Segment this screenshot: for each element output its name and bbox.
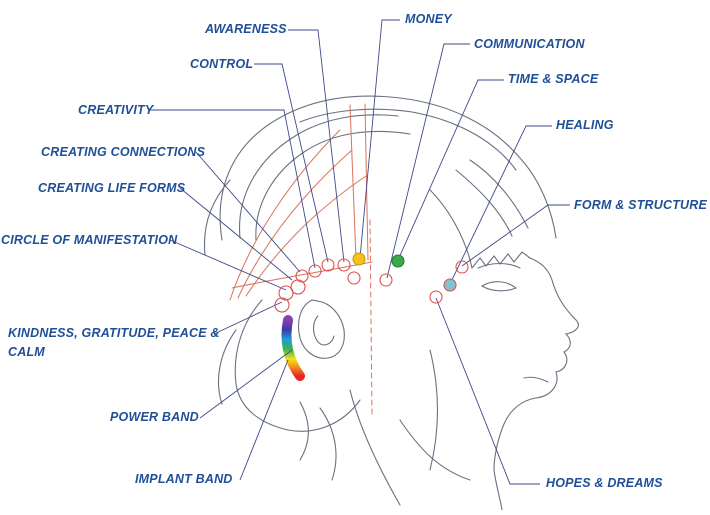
marker-circle xyxy=(308,264,322,278)
hair-strand xyxy=(238,114,399,239)
guide-line xyxy=(229,129,341,301)
marker-circle xyxy=(295,269,309,283)
guide-line xyxy=(364,103,369,261)
marker-circle xyxy=(321,258,335,272)
leader-control xyxy=(254,63,329,263)
face-profile xyxy=(493,257,579,471)
label-kindness: KINDNESS, GRATITUDE, PEACE & CALM xyxy=(8,326,220,359)
leader-circle-of-manifestation xyxy=(169,239,287,291)
guide-line xyxy=(369,219,373,416)
hair-tail xyxy=(287,399,361,432)
ear xyxy=(297,299,345,359)
fringe-edge xyxy=(471,251,531,269)
leader-creating-life-forms xyxy=(179,187,293,281)
guide-line xyxy=(349,104,357,261)
hair-strand xyxy=(429,349,439,471)
guide-line xyxy=(237,149,353,299)
eyebrow xyxy=(477,262,521,269)
leader-communication xyxy=(386,43,470,279)
leader-hopes-dreams xyxy=(435,297,540,485)
leader-lines xyxy=(150,19,570,485)
leader-form-structure xyxy=(461,204,570,267)
label-healing: HEALING xyxy=(556,118,614,132)
label-form-structure: FORM & STRUCTURE xyxy=(574,198,708,212)
guide-lines xyxy=(229,103,373,416)
label-control: CONTROL xyxy=(190,57,254,71)
time-space-point xyxy=(391,254,405,268)
marker-circle xyxy=(455,260,469,274)
hair-tail xyxy=(234,299,289,431)
hair-strand xyxy=(255,130,411,241)
label-power-band: POWER BAND xyxy=(110,410,199,424)
guide-line xyxy=(245,175,367,297)
eye xyxy=(480,281,518,292)
guide-line xyxy=(231,261,373,289)
label-creating-connections: CREATING CONNECTIONS xyxy=(41,145,206,159)
label-creating-life-forms: CREATING LIFE FORMS xyxy=(38,181,186,195)
label-money: MONEY xyxy=(405,12,452,26)
marker-circle xyxy=(290,279,306,295)
marker-circle xyxy=(429,290,443,304)
skull-outline xyxy=(219,95,557,241)
lips xyxy=(523,376,549,383)
leader-creating-connections xyxy=(195,151,301,273)
label-time-space: TIME & SPACE xyxy=(508,72,599,86)
hair-strand xyxy=(203,179,231,256)
leader-power-band xyxy=(199,349,293,419)
leader-awareness xyxy=(288,29,345,263)
hair-tail xyxy=(217,329,237,405)
neck-back xyxy=(349,389,401,506)
healing-point xyxy=(443,278,457,292)
hair-strand xyxy=(299,401,309,461)
hair-strand xyxy=(299,108,517,171)
marker-circle xyxy=(347,271,361,285)
fringe xyxy=(429,189,473,269)
label-hopes-dreams: HOPES & DREAMS xyxy=(546,476,663,490)
head-sketch xyxy=(203,95,579,511)
marker-circle xyxy=(337,258,351,272)
leader-time-space xyxy=(397,79,504,261)
leader-money xyxy=(359,19,400,259)
label-circle-of-manifestation: CIRCLE OF MANIFESTATION xyxy=(1,233,178,247)
leader-implant-band xyxy=(239,359,289,481)
ear-inner xyxy=(312,315,335,346)
marker-circle xyxy=(274,297,290,313)
hair-strand xyxy=(319,407,337,481)
marker-circle xyxy=(379,273,393,287)
marker-circle xyxy=(278,285,294,301)
label-implant-band: IMPLANT BAND xyxy=(135,472,233,486)
jaw-line xyxy=(399,419,471,481)
fringe xyxy=(455,169,513,237)
money-point xyxy=(352,252,366,266)
label-creativity: CREATIVITY xyxy=(78,103,154,117)
leader-creativity xyxy=(150,109,316,269)
label-awareness: AWARENESS xyxy=(205,22,287,36)
point-markers xyxy=(274,252,469,313)
leader-healing xyxy=(449,125,552,285)
label-communication: COMMUNICATION xyxy=(474,37,585,51)
power-band xyxy=(281,315,305,381)
fringe xyxy=(469,159,529,229)
leader-kindness xyxy=(213,301,283,335)
neck-front xyxy=(493,469,503,511)
